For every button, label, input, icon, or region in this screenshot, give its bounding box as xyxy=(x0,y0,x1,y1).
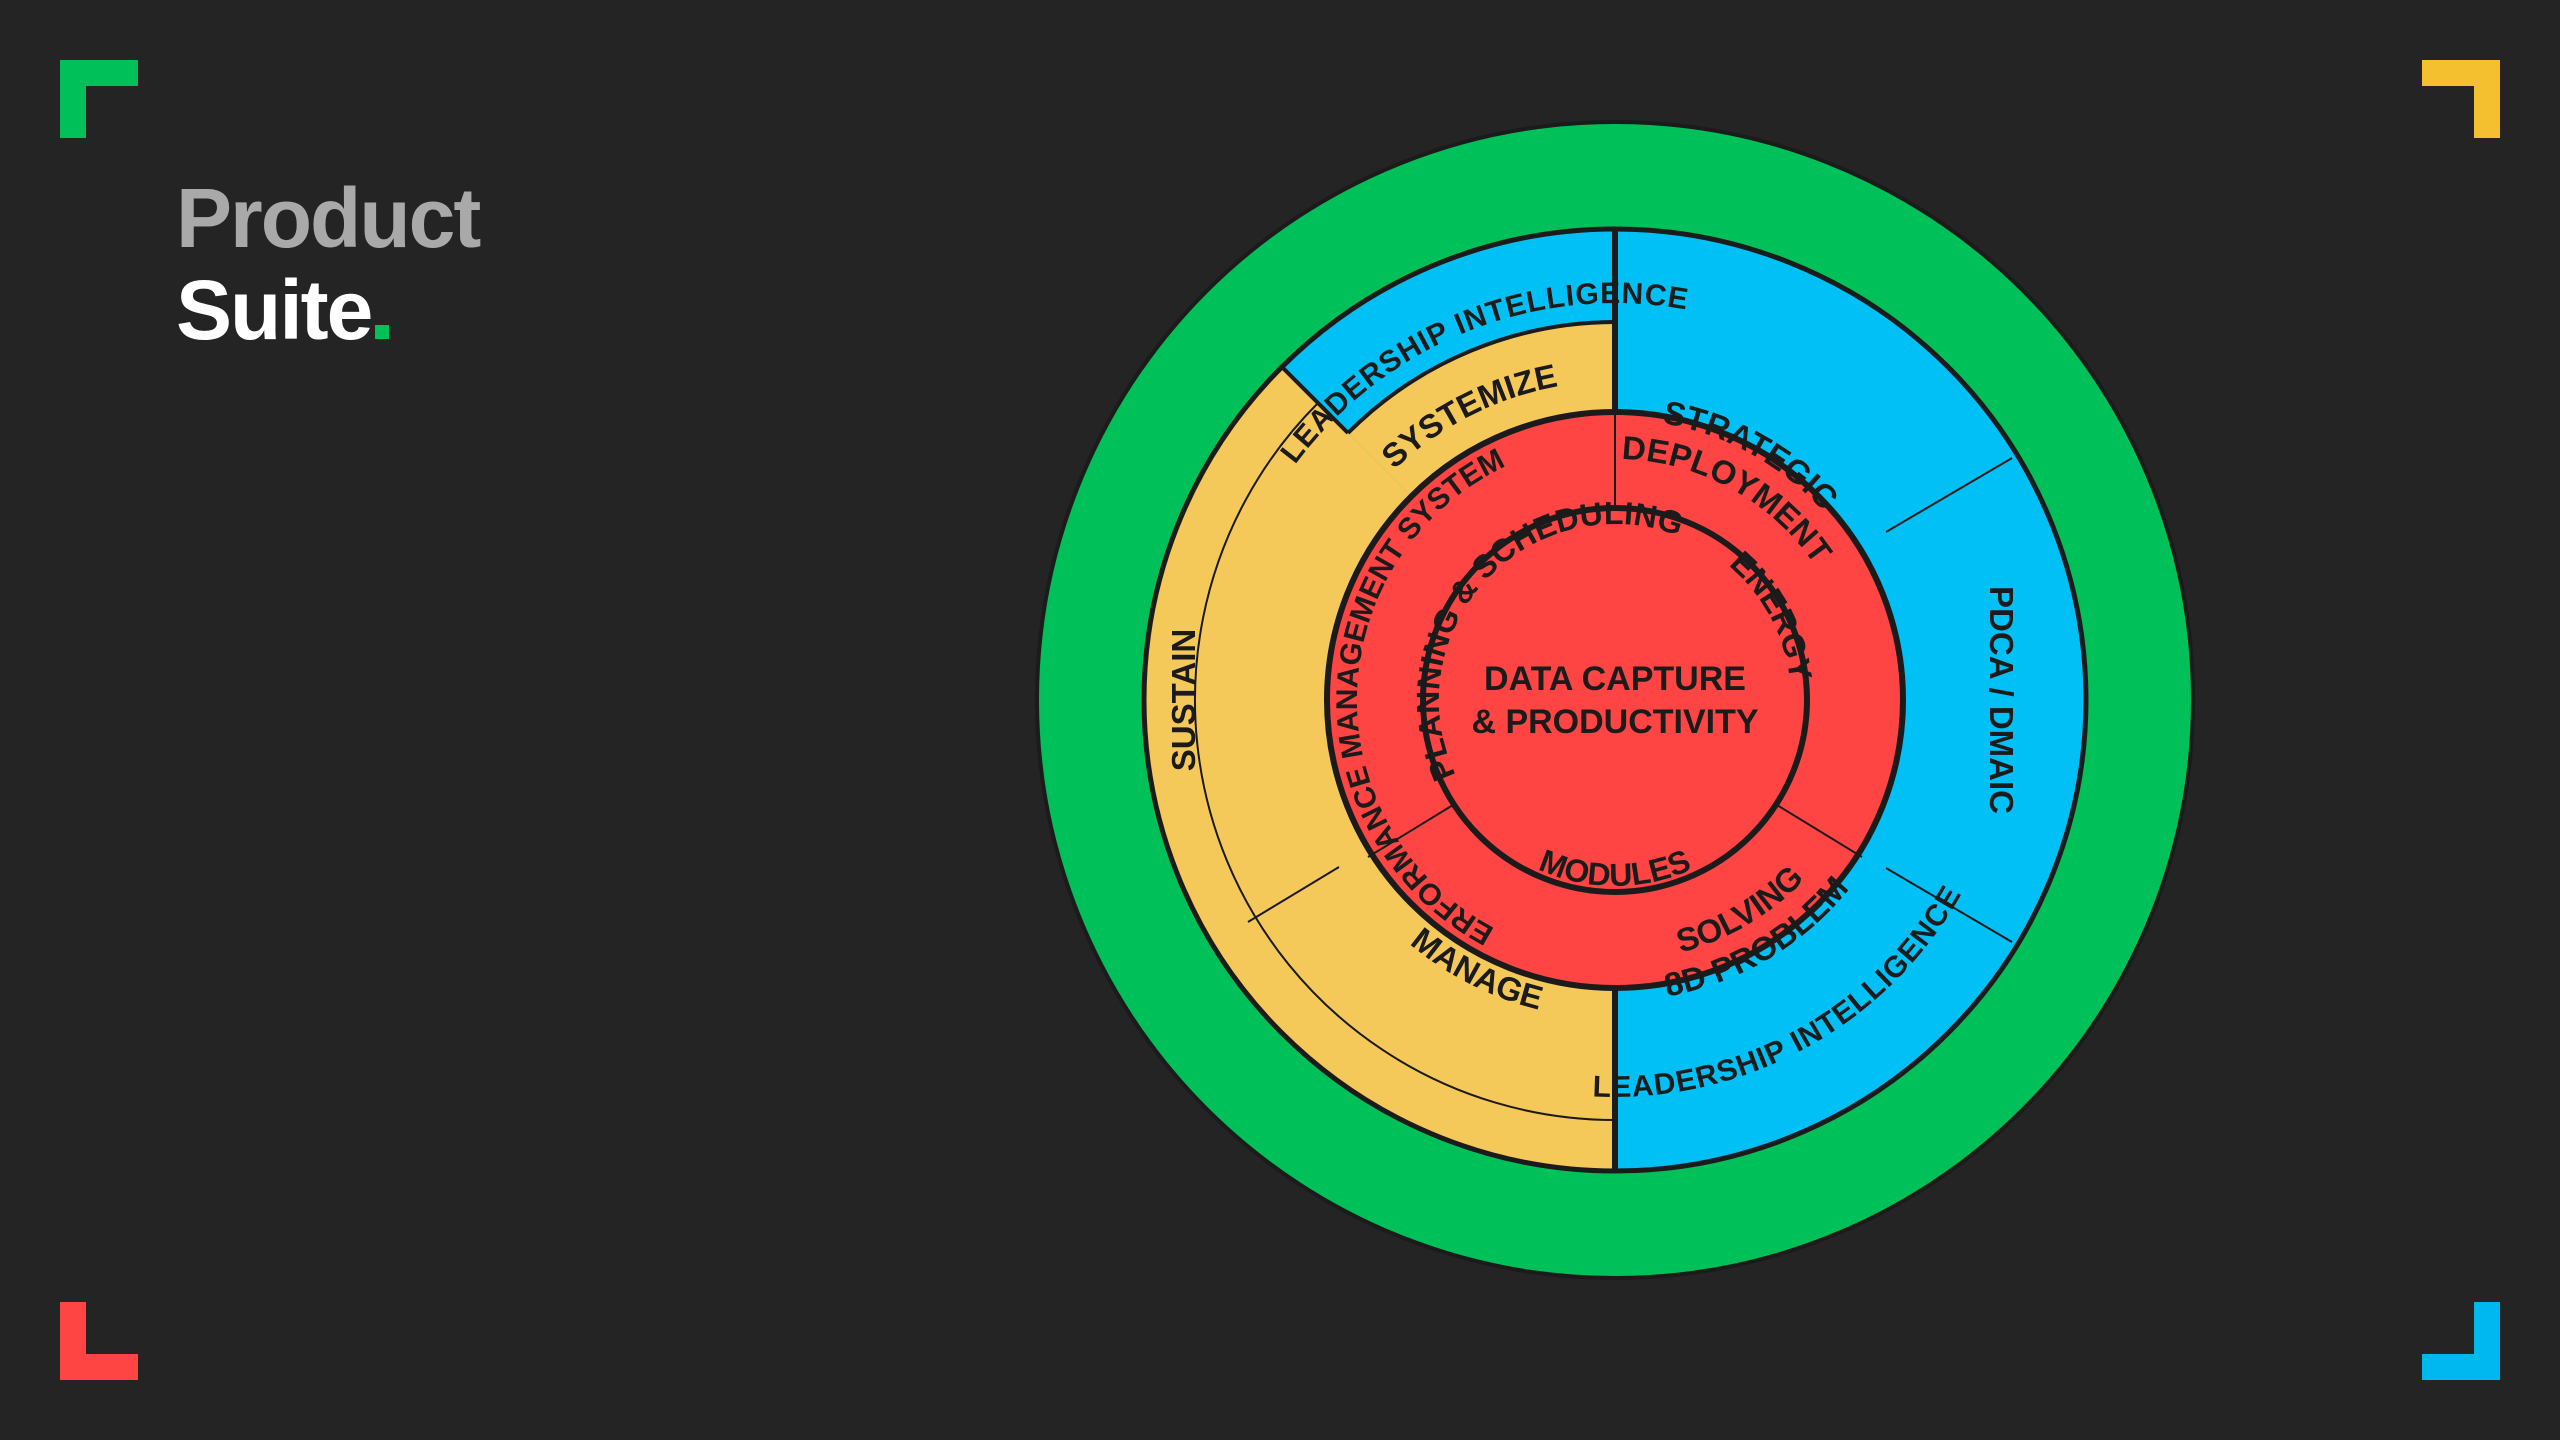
corner-bracket-top-right xyxy=(2422,60,2500,138)
label-pdca-dmaic: PDCA / DMAIC xyxy=(1983,586,2020,814)
corner-bracket-bottom-right xyxy=(2422,1302,2500,1380)
center-core xyxy=(1420,505,1810,895)
label-productivity: & PRODUCTIVITY xyxy=(1471,703,1758,741)
label-data-capture: DATA CAPTURE xyxy=(1484,660,1746,698)
title-line-suite: Suite xyxy=(176,264,479,356)
product-suite-wheel: LEADERSHIP INTELLIGENCE LEADERSHIP INTEL… xyxy=(1030,120,2195,1280)
title-suite-text: Suite xyxy=(176,263,373,357)
label-sustain: SUSTAIN xyxy=(1165,629,1202,771)
corner-bracket-bottom-left xyxy=(60,1302,138,1380)
title-line-product: Product xyxy=(176,171,481,265)
corner-bracket-top-left xyxy=(60,60,138,138)
page-title: Product Suite xyxy=(176,171,481,356)
title-green-dot xyxy=(375,325,390,339)
